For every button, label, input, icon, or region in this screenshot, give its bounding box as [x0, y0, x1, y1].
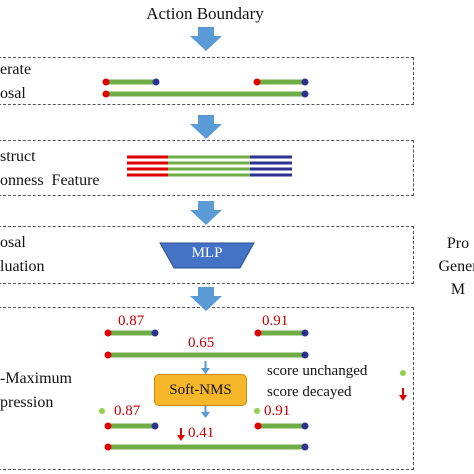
nms-out-arrow	[201, 406, 210, 418]
stage-label-generate: erate osal	[0, 61, 32, 102]
flow-arrow-2	[190, 115, 222, 139]
score-bottom-left: 0.87	[114, 403, 141, 419]
flow-arrow-4	[190, 287, 222, 311]
nms-after-short-right	[254, 422, 309, 430]
soft-nms-box: Soft-NMS	[154, 374, 247, 406]
flow-arrow-3	[190, 201, 222, 225]
stage-label-construct: struct onness Feature	[0, 148, 100, 189]
nms-before-short-right	[254, 329, 309, 337]
stage-label-nms: -Maximum pression	[0, 370, 72, 411]
score-bottom-right: 0.91	[264, 403, 291, 419]
unchanged-marker-right	[254, 408, 260, 414]
legend-decayed-text: score decayed	[267, 384, 352, 400]
score-bottom-middle: 0.41	[188, 425, 215, 441]
nms-before-long	[104, 351, 309, 359]
score-top-left: 0.87	[118, 313, 145, 329]
score-top-right: 0.91	[262, 313, 289, 329]
diagram-title: Action Boundary	[146, 4, 264, 23]
feature-stripes	[127, 155, 292, 177]
proposal-short-left	[102, 78, 160, 86]
stage-box-construct	[0, 140, 414, 196]
side-label: Pro Gener M	[438, 235, 474, 298]
legend-decayed-icon	[399, 388, 407, 401]
nms-before-short-left	[104, 329, 159, 337]
stage-box-generate	[0, 57, 414, 105]
score-top-middle: 0.65	[188, 335, 215, 351]
proposal-long	[102, 90, 309, 98]
stage-label-evaluation: osal luation	[0, 234, 45, 275]
mlp-label: MLP	[191, 245, 223, 261]
nms-after-long	[104, 443, 309, 451]
stage-box-evaluation	[0, 226, 414, 284]
proposal-short-right	[253, 78, 309, 86]
unchanged-marker-left	[99, 408, 105, 414]
legend-unchanged-icon	[400, 370, 406, 376]
legend-unchanged-text: score unchanged	[267, 363, 368, 379]
mlp-block	[159, 242, 255, 269]
nms-after-short-left	[104, 422, 159, 430]
flow-arrow-1	[190, 27, 222, 51]
decayed-arrow-inline	[177, 428, 185, 441]
nms-in-arrow	[201, 361, 210, 374]
